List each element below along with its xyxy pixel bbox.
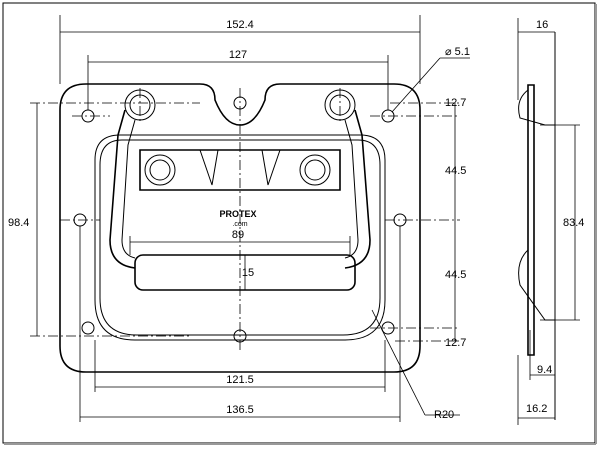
dim-side-flange: 9.4: [537, 364, 552, 376]
dimension-lines: [36, 15, 470, 422]
dim-side-height: 83.4: [563, 217, 584, 229]
dim-corner-radius: R20: [434, 409, 454, 421]
dim-overall-height: 98.4: [8, 217, 29, 229]
dim-bottom-offset: 12.7: [445, 337, 466, 349]
dim-side-depth: 16: [536, 19, 548, 31]
dim-bottom-span: 136.5: [226, 404, 254, 416]
mounting-plate-outline: [59, 83, 421, 373]
dim-grip-width: 89: [232, 229, 244, 241]
dim-overall-width: 152.4: [226, 19, 254, 31]
logo-subtext: .com: [232, 221, 247, 228]
recess-outline: [94, 134, 386, 341]
handle-bracket: [139, 149, 341, 191]
dim-recess-width: 121.5: [226, 374, 254, 386]
dim-grip-height: 15: [242, 267, 254, 279]
dim-mid-lower: 44.5: [445, 269, 466, 281]
dim-hole-diameter: ⌀ 5.1: [445, 46, 470, 58]
dim-mid-upper: 44.5: [445, 165, 466, 177]
drawing-frame: [2, 2, 596, 444]
dim-side-total: 16.2: [526, 403, 547, 415]
logo-text: PROTEX: [219, 209, 256, 219]
dim-hole-span-top: 127: [229, 49, 247, 61]
handle-arms: [109, 109, 371, 269]
side-view: [517, 18, 580, 425]
front-view: [30, 83, 460, 373]
dim-top-offset: 12.7: [445, 97, 466, 109]
